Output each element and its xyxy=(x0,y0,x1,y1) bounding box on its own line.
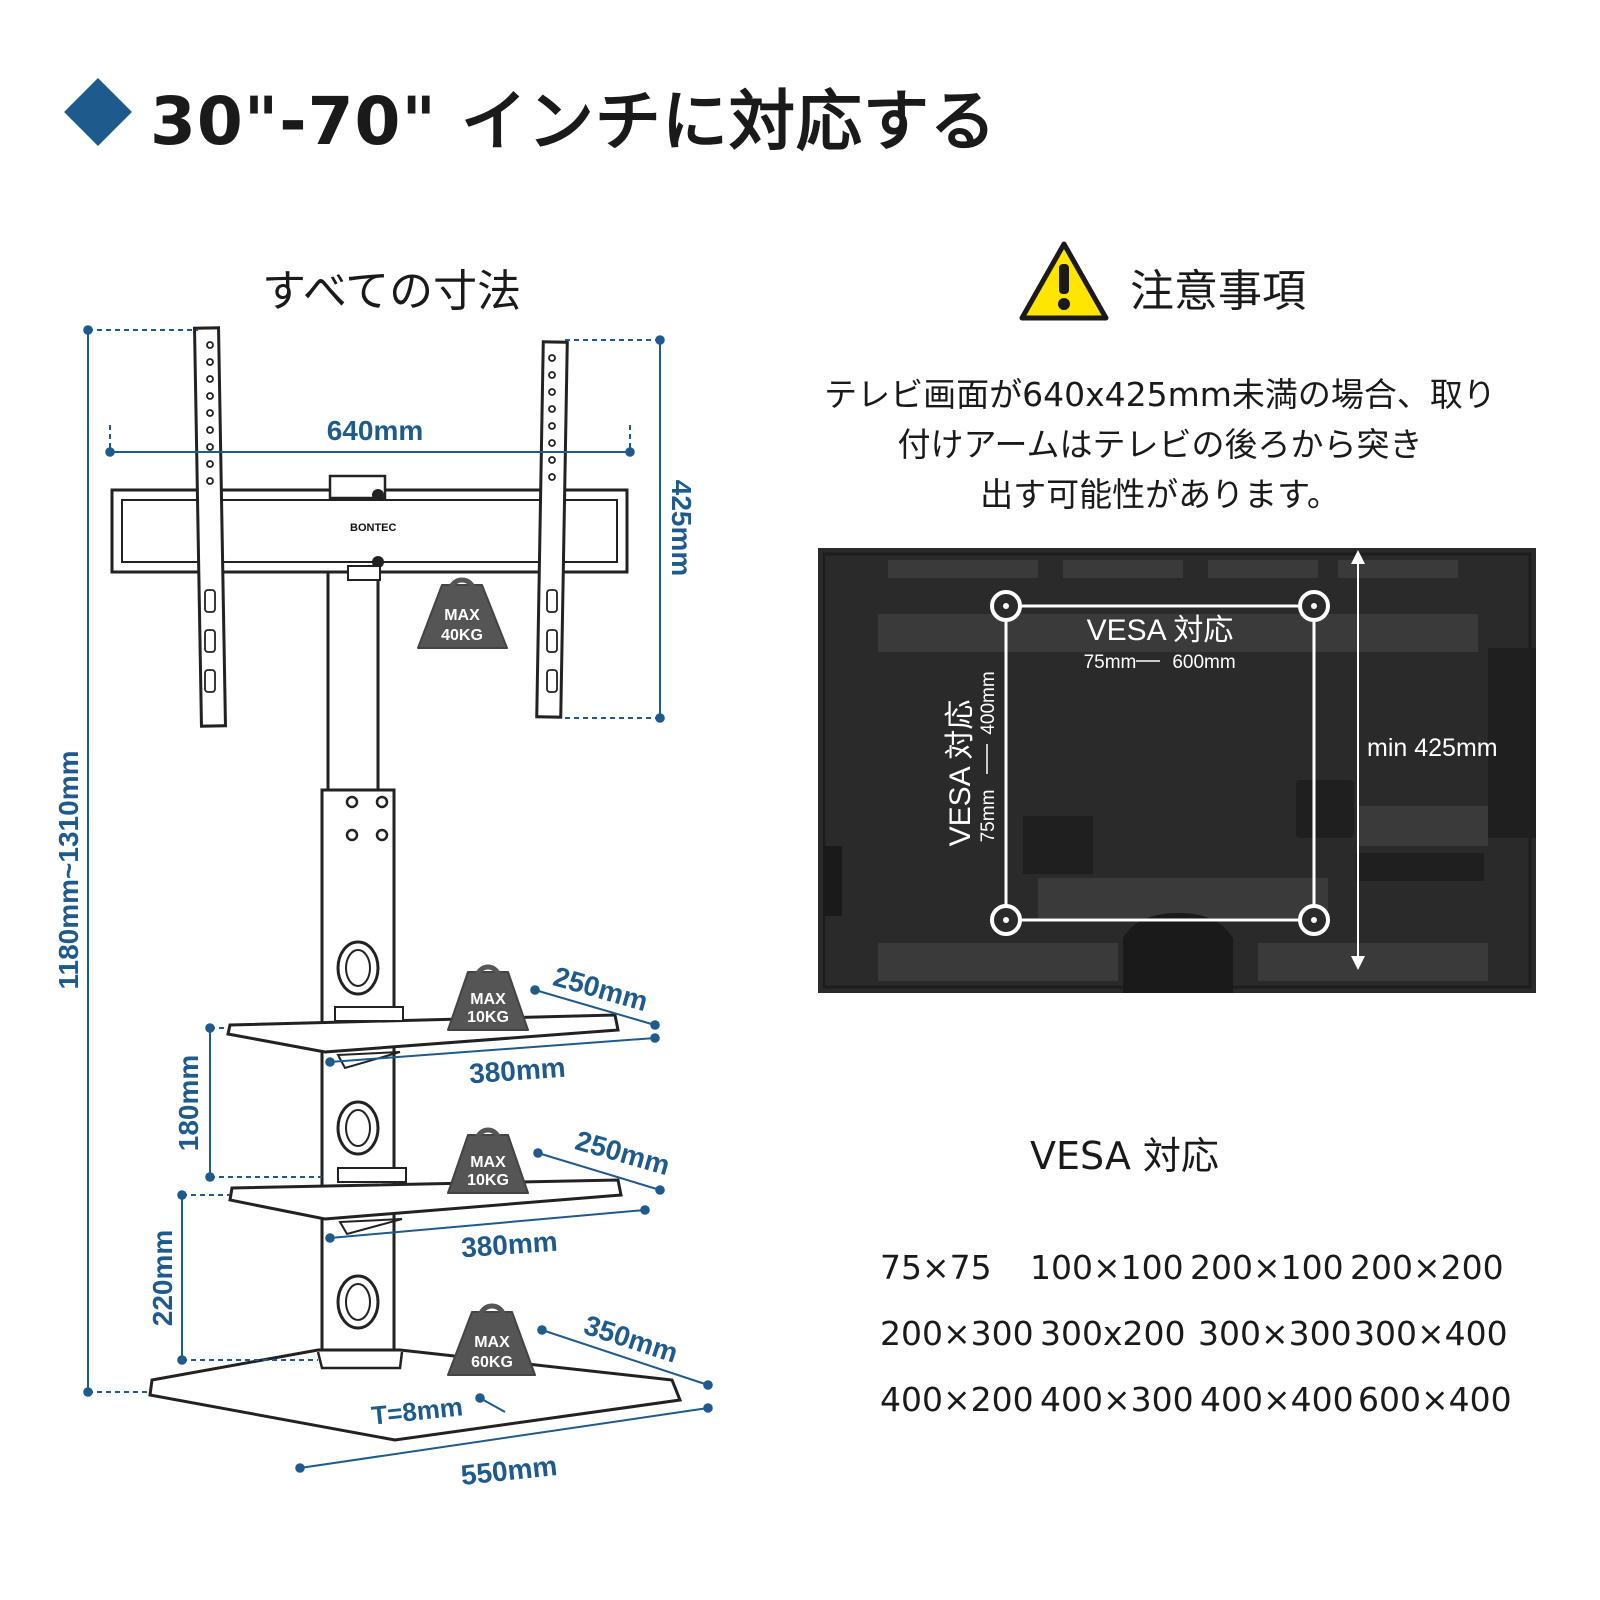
weight-badge-60kg: MAX 60KG xyxy=(447,1303,536,1376)
note-line: 付けアームはテレビの後ろから突き xyxy=(897,425,1423,464)
dimensions-heading: すべての寸法 xyxy=(262,266,522,317)
tv-stand-diagram: BONTEC MAX 40KG xyxy=(53,325,713,1491)
notes-heading: 注意事項 xyxy=(1130,266,1306,317)
weight-badge-40kg: MAX 40KG xyxy=(417,577,508,649)
vesa-heading: VESA 対応 xyxy=(1030,1134,1219,1178)
svg-text:MAX: MAX xyxy=(444,607,480,624)
glass-shelf-lower xyxy=(228,1167,623,1236)
vesa-size: 300x200 xyxy=(1040,1314,1186,1353)
vesa-pattern-outline xyxy=(990,590,1330,936)
total-height-label: 1180mm~1310mm xyxy=(53,751,84,990)
svg-text:MAX: MAX xyxy=(470,991,506,1008)
vesa-size: 400×400 xyxy=(1200,1380,1354,1419)
tv-back-panel: VESA 対応 75mm 600mm VESA 対応 75mm 400mm mi… xyxy=(818,548,1536,993)
base-width-label: 550mm xyxy=(459,1450,558,1491)
warning-icon xyxy=(1019,241,1109,321)
gap-220-label: 220mm xyxy=(147,1230,178,1327)
vesa-horizontal-title: VESA 対応 xyxy=(1087,614,1234,647)
note-line: テレビ画面が640x425mm未満の場合、取り xyxy=(824,375,1496,414)
vesa-size: 400×200 xyxy=(880,1380,1034,1419)
vesa-size: 200×300 xyxy=(880,1314,1034,1353)
min-height-label: min 425mm xyxy=(1367,734,1498,762)
svg-text:60KG: 60KG xyxy=(471,1354,513,1371)
height-425-label: 425mm xyxy=(666,480,697,577)
svg-text:10KG: 10KG xyxy=(467,1172,509,1189)
svg-text:MAX: MAX xyxy=(474,1334,510,1351)
tv-mount-bracket: BONTEC xyxy=(110,326,629,728)
vesa-horizontal-max: 600mm xyxy=(1172,652,1235,673)
width-640-label: 640mm xyxy=(327,415,424,446)
diamond-bullet-icon xyxy=(64,78,132,146)
base-plate xyxy=(148,1348,683,1442)
vesa-size: 600×400 xyxy=(1358,1380,1512,1419)
vesa-vertical-max: 400mm xyxy=(978,671,999,734)
min-height-arrow xyxy=(1351,550,1365,970)
shelf2-width-label: 380mm xyxy=(460,1226,558,1264)
svg-text:MAX: MAX xyxy=(470,1154,506,1171)
shelf1-width-label: 380mm xyxy=(468,1052,566,1090)
svg-text:40KG: 40KG xyxy=(441,627,483,644)
vesa-size: 200×100 xyxy=(1190,1248,1344,1287)
vesa-horizontal-min: 75mm xyxy=(1084,652,1137,673)
shelf2-depth-label: 250mm xyxy=(572,1125,673,1181)
vesa-size: 300×400 xyxy=(1354,1314,1508,1353)
weight-badge-10kg-lower: MAX 10KG xyxy=(447,1127,529,1194)
vesa-size: 400×300 xyxy=(1040,1380,1194,1419)
svg-text:10KG: 10KG xyxy=(467,1009,509,1026)
vesa-size: 75×75 xyxy=(880,1248,992,1287)
gap-180-label: 180mm xyxy=(173,1055,204,1152)
vesa-size: 300×300 xyxy=(1198,1314,1352,1353)
vesa-vertical-title: VESA 対応 xyxy=(944,700,977,847)
weight-badge-10kg-upper: MAX 10KG xyxy=(447,964,529,1031)
page-title: 30"-70" インチに対応する xyxy=(150,83,997,160)
stand-column xyxy=(320,568,396,1367)
vesa-vertical-min: 75mm xyxy=(978,790,999,843)
vesa-size: 200×200 xyxy=(1350,1248,1504,1287)
brand-label: BONTEC xyxy=(350,522,397,534)
note-line: 出す可能性があります。 xyxy=(980,475,1340,514)
dimension-lines xyxy=(83,325,713,1473)
vesa-size: 100×100 xyxy=(1030,1248,1184,1287)
